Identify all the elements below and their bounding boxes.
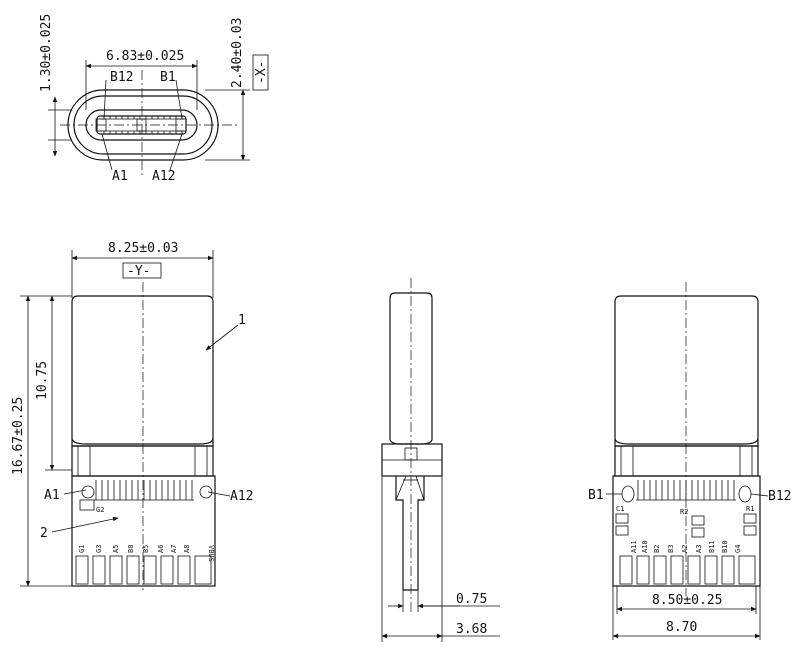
back-pad-b3: B3 <box>667 545 675 553</box>
callout-2: 2 <box>40 526 48 541</box>
front-pad-labels: G1 G3 A5 B8 B5 A6 A7 A8 VBUS <box>78 545 215 562</box>
back-pad-b2: B2 <box>653 545 661 553</box>
front-width-dim: 8.25±0.03 <box>108 241 178 256</box>
back-inner-dim: 8.50±0.25 <box>652 593 722 608</box>
top-contacts <box>95 116 187 134</box>
back-pad-a3: A3 <box>695 545 703 553</box>
datum-y: -Y- <box>127 264 150 279</box>
top-view: 1.30±0.025 6.83±0.025 2.40±0.03 -X- <box>39 14 269 184</box>
back-pin-row <box>636 480 736 501</box>
front-pin-a12: A12 <box>230 489 253 504</box>
front-pin-a1: A1 <box>44 488 60 503</box>
front-pad-g3: G3 <box>95 545 103 553</box>
front-pad-a6: A6 <box>157 545 165 553</box>
front-total-length-dim: 16.67±0.25 <box>11 397 26 475</box>
front-pad-a5: A5 <box>112 545 120 553</box>
front-pad-a7: A7 <box>170 545 178 553</box>
back-pad-b11: B11 <box>708 540 716 553</box>
front-view: 8.25±0.03 -Y- 16.67±0.25 10.75 G2 <box>11 241 253 590</box>
side-depth-dim: 3.68 <box>456 622 487 637</box>
back-pad-a10: A10 <box>641 540 649 553</box>
back-pin-b12: B12 <box>768 489 791 504</box>
back-view: C1 R2 R1 A11 A10 B2 B3 A2 A3 B11 B10 G4 <box>588 282 791 640</box>
top-height-dim: 1.30±0.025 <box>39 14 54 92</box>
front-pads <box>75 555 212 585</box>
side-view: 0.75 3.68 <box>381 278 500 642</box>
front-pad-b8: B8 <box>127 545 135 553</box>
front-pad-vbus: VBUS <box>207 545 215 562</box>
top-pin-a1: A1 <box>112 169 128 184</box>
back-pin-b1: B1 <box>588 488 604 503</box>
datum-x: -X- <box>254 61 269 84</box>
front-pad-a8: A8 <box>183 545 191 553</box>
front-g2-label: G2 <box>96 506 104 514</box>
top-pin-a12: A12 <box>152 169 175 184</box>
back-pad-a2: A2 <box>681 545 689 553</box>
side-thickness-dim: 0.75 <box>456 592 487 607</box>
front-pad-b5: B5 <box>142 545 150 553</box>
back-r1-label: R1 <box>746 505 754 513</box>
top-pin-b1: B1 <box>160 70 176 85</box>
back-c1-label: C1 <box>616 505 624 513</box>
front-shell-length-dim: 10.75 <box>35 361 50 400</box>
top-outer-height-dim: 2.40±0.03 <box>230 18 245 88</box>
back-pad-g4: G4 <box>734 545 742 553</box>
back-pad-labels: A11 A10 B2 B3 A2 A3 B11 B10 G4 <box>630 540 742 553</box>
back-outer-dim: 8.70 <box>666 620 697 635</box>
back-pads <box>619 555 756 585</box>
back-r2-label: R2 <box>680 508 688 516</box>
front-pin-row <box>94 480 194 501</box>
back-pad-a11: A11 <box>630 540 638 553</box>
front-pad-g1: G1 <box>78 545 86 553</box>
callout-1: 1 <box>238 313 246 328</box>
top-width-dim: 6.83±0.025 <box>106 49 184 64</box>
top-pin-b12: B12 <box>110 70 133 85</box>
back-pad-b10: B10 <box>721 540 729 553</box>
